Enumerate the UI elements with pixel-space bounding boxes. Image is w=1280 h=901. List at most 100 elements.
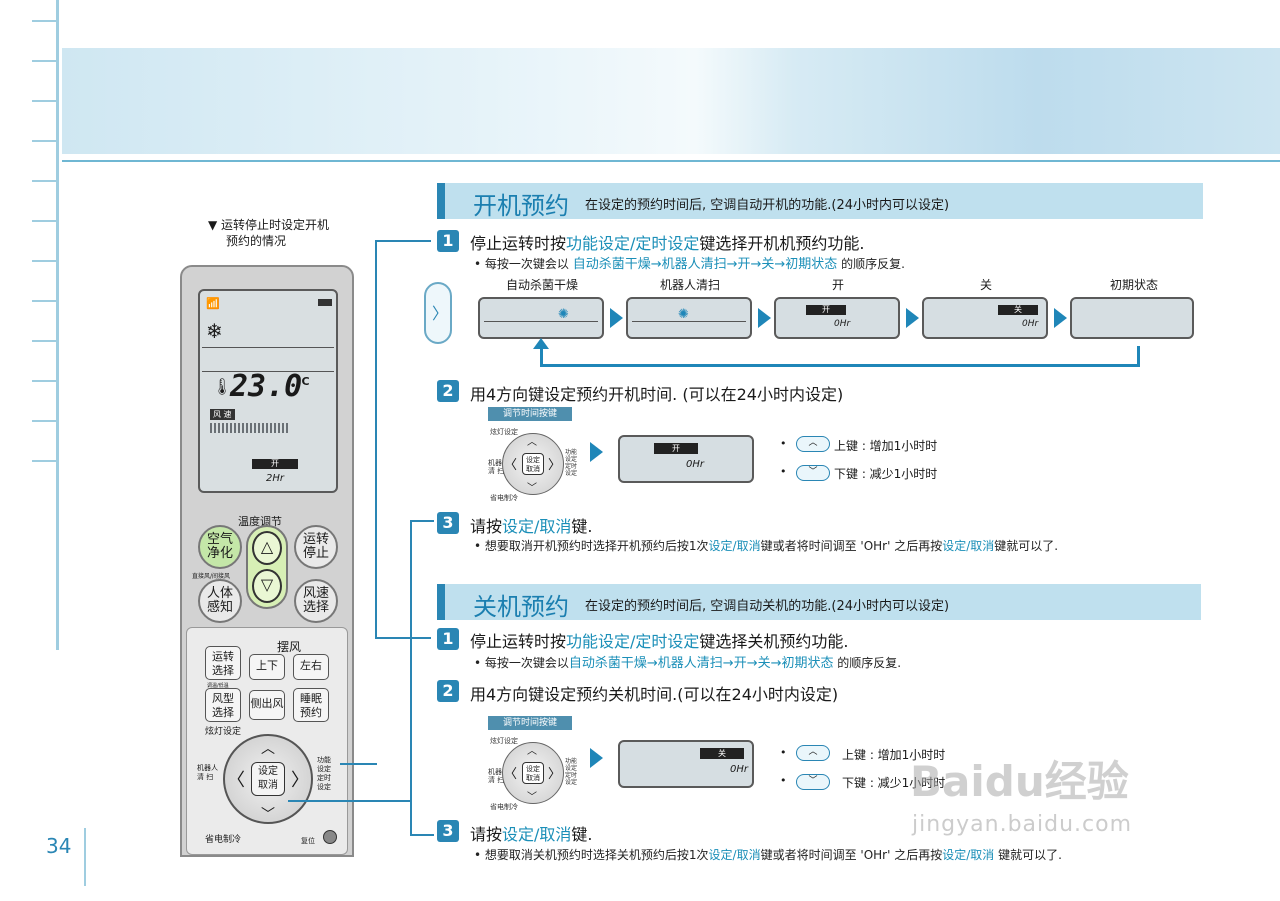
swing-left-right-button[interactable]: 左右 xyxy=(293,654,329,680)
loop-arrow xyxy=(540,346,543,366)
step3-text: 请按设定/取消键. xyxy=(470,517,593,536)
sequence-label: 关 xyxy=(979,278,992,292)
step3-note: • 想要取消开机预约时选择开机预约后按1次设定/取消键或者将时间调至 'OHr'… xyxy=(474,539,1059,553)
lcd-state-sterilize: ✺ xyxy=(478,297,604,339)
up-key-icon: ︿ xyxy=(796,745,830,761)
connector-line xyxy=(340,763,377,765)
dpad-down-icon: ﹀ xyxy=(527,483,537,494)
step3-text: 请按设定/取消键. xyxy=(470,825,593,844)
down-key-icon: ﹀ xyxy=(796,465,830,481)
step-number: 2 xyxy=(437,380,459,402)
connector-line xyxy=(375,240,431,242)
side-wind-button[interactable]: 侧出风 xyxy=(249,690,285,720)
lcd-on-adjust: 开 0Hr xyxy=(618,435,754,483)
dpad-center-icon: 设定取消 xyxy=(522,453,544,475)
ruler-tick xyxy=(32,260,56,262)
down-key-icon: ﹀ xyxy=(796,774,830,790)
loop-arrowhead xyxy=(533,338,549,349)
connector-line xyxy=(375,637,431,639)
up-key-note: 上键 : 增加1小时时 xyxy=(834,439,938,453)
dpad-right-icon: 〉 xyxy=(548,767,562,782)
fan-speed-bar xyxy=(210,423,288,433)
step2-text: 用4方向键设定预约关机时间.(可以在24小时内设定) xyxy=(470,685,839,704)
step-number: 2 xyxy=(437,680,459,702)
human-sense-top-label: 直接风/间接风 xyxy=(192,573,231,580)
sleep-timer-button[interactable]: 睡眠预约 xyxy=(293,688,329,722)
ruler-tick xyxy=(32,420,56,422)
sequence-label: 自动杀菌干燥 xyxy=(505,278,578,292)
page-ruler xyxy=(56,0,59,650)
sequence-label: 初期状态 xyxy=(1109,278,1158,292)
sequence-arrow xyxy=(906,308,919,328)
temp-display: 23.0 xyxy=(230,369,303,404)
remote-caption: ▼ 运转停止时设定开机 预约的情况 xyxy=(208,218,330,248)
page-number: 34 xyxy=(46,834,72,858)
lcd-state-initial xyxy=(1070,297,1194,339)
section-header-timer-off: 关机预约 在设定的预约时间后, 空调自动关机的功能.(24小时内可以设定) xyxy=(437,584,1201,621)
reset-label: 复位 xyxy=(301,837,315,845)
run-select-button[interactable]: 运转选择 xyxy=(205,646,241,680)
hand-press-icon: 〉 xyxy=(424,282,452,344)
step1-text: 停止运转时按功能设定/定时设定键选择关机预约功能. xyxy=(470,632,849,651)
dpad-right-icon: 〉 xyxy=(548,458,562,473)
temp-rocker: △ ▽ xyxy=(246,525,288,609)
lcd-off-adjust: 关 0Hr xyxy=(618,740,754,788)
pad-down-button[interactable]: ﹀ xyxy=(261,807,275,823)
remote-lcd: 📶 ❄ 🌡 23.0 °C 风 速 开 2Hr xyxy=(198,289,338,493)
flow-arrow xyxy=(590,442,603,462)
hours-display: 2Hr xyxy=(266,473,284,484)
pad-left-button[interactable]: 〈 xyxy=(227,770,245,791)
step-number: 1 xyxy=(437,628,459,650)
small-dpad: 炫灯设定 机器人清 扫 ︿ ﹀ 〈 〉 设定取消 功能设定定时设定 省电制冷 xyxy=(488,428,578,502)
temp-down-button[interactable]: ▽ xyxy=(252,569,282,603)
eco-cool-label: 省电制冷 xyxy=(205,835,242,845)
ruler-tick xyxy=(32,380,56,382)
up-key-note: 上键 : 增加1小时时 xyxy=(842,748,946,762)
run-stop-button[interactable]: 运转停止 xyxy=(294,525,338,569)
down-key-note: 下键 : 减少1小时时 xyxy=(842,776,946,790)
step1-note: • 每按一次键会以 自动杀菌干燥→机器人清扫→开→关→初期状态 的顺序反复. xyxy=(474,257,905,272)
robot-clean-icon: ✺ xyxy=(678,307,689,322)
step-number: 1 xyxy=(437,230,459,252)
step1-note: • 每按一次键会以自动杀菌干燥→机器人清扫→开→关→初期状态 的顺序反复. xyxy=(474,656,902,671)
step-number: 3 xyxy=(437,820,459,842)
set-cancel-button[interactable]: 设定取消 xyxy=(251,762,285,796)
step-number: 3 xyxy=(437,512,459,534)
pad-right-button[interactable]: 〉 xyxy=(291,770,309,791)
air-clean-button[interactable]: 空气净化 xyxy=(198,525,242,569)
lcd-state-off: 关 0Hr xyxy=(922,297,1048,339)
remote-control: 📶 ❄ 🌡 23.0 °C 风 速 开 2Hr 温度调节 空气净化 △ ▽ 运转… xyxy=(180,265,354,857)
lcd-state-on: 开 0Hr xyxy=(774,297,900,339)
connector-line xyxy=(288,800,412,802)
lcd-state-robot: ✺ xyxy=(626,297,752,339)
temp-up-button[interactable]: △ xyxy=(252,531,282,565)
dpad-up-icon: ︿ xyxy=(527,437,537,448)
snowflake-icon: ❄ xyxy=(206,319,223,343)
pad-up-button[interactable]: ︿ xyxy=(261,741,275,757)
temp-unit: °C xyxy=(296,375,310,388)
key-caption: 调节时间按键 xyxy=(488,716,572,730)
swing-up-down-button[interactable]: 上下 xyxy=(249,654,285,680)
mode-sub-label: 调温/低温 xyxy=(207,683,229,689)
page-number-rule xyxy=(84,828,86,886)
ruler-tick xyxy=(32,300,56,302)
connector-line xyxy=(410,520,434,522)
sequence-arrow xyxy=(758,308,771,328)
ruler-tick xyxy=(32,220,56,222)
step3-note: • 想要取消关机预约时选择关机预约后按1次设定/取消键或者将时间调至 'OHr'… xyxy=(474,848,1062,862)
ruler-tick xyxy=(32,460,56,462)
wind-type-button[interactable]: 风型选择 xyxy=(205,688,241,722)
fan-speed-button[interactable]: 风速选择 xyxy=(294,579,338,623)
watermark-brand: Baidu经验 xyxy=(910,757,1129,806)
thermometer-icon: 🌡 xyxy=(212,377,233,396)
dpad-up-icon: ︿ xyxy=(527,746,537,757)
sterilize-icon: ✺ xyxy=(558,307,569,322)
function-timer-label: 功能设定 定时设定 xyxy=(317,756,331,791)
sequence-arrow xyxy=(610,308,623,328)
reset-button[interactable] xyxy=(323,830,337,844)
key-caption: 调节时间按键 xyxy=(488,407,572,421)
dpad-down-icon: ﹀ xyxy=(527,792,537,803)
human-sense-button[interactable]: 人体感知 xyxy=(198,579,242,623)
ruler-tick xyxy=(32,180,56,182)
battery-icon xyxy=(318,299,332,306)
